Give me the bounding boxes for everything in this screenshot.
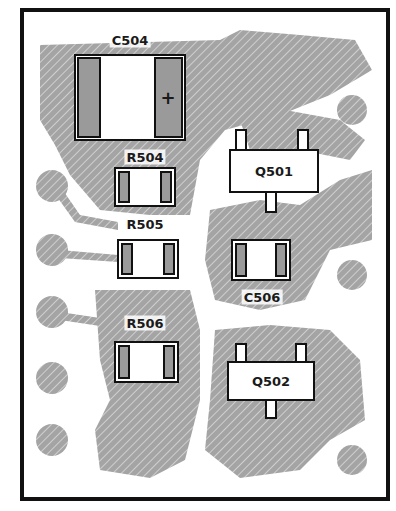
part-label: R506 — [124, 316, 165, 331]
part-label: R504 — [124, 150, 165, 165]
copper-pour — [36, 30, 372, 478]
part-label: Q501 — [253, 164, 295, 179]
part-label: R505 — [124, 217, 165, 232]
part-label: C506 — [242, 290, 283, 305]
polarity-mark: + — [158, 88, 177, 108]
component-outlines — [75, 55, 318, 418]
part-label: C504 — [110, 33, 151, 48]
part-label: Q502 — [250, 374, 292, 389]
